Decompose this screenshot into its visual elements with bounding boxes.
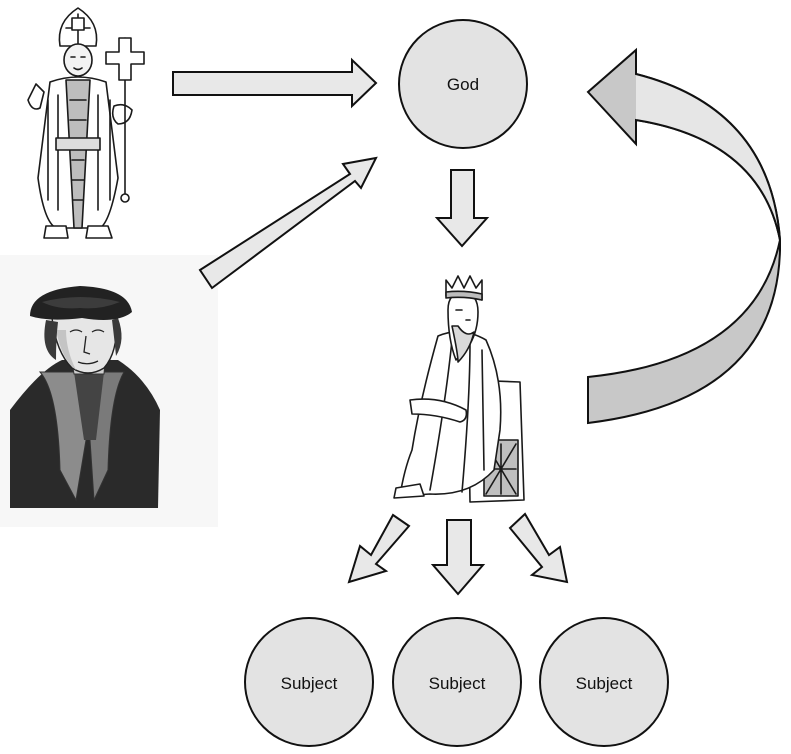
subject-node: Subject [245,618,373,746]
king-to-subject-left-arrow [349,515,409,582]
luther-to-god-arrow [200,158,376,288]
subject-label: Subject [576,674,633,693]
king-to-subject-center-arrow [433,520,483,594]
god-node: God [399,20,527,148]
god-label: God [447,75,479,94]
subject-node: Subject [393,618,521,746]
pope-to-god-arrow [173,60,376,106]
king-to-subject-right-arrow [510,514,567,582]
martin-luther-portrait-icon [0,255,218,527]
king-on-throne-icon [394,276,524,502]
pope-icon [28,8,144,238]
subject-label: Subject [281,674,338,693]
subject-node: Subject [540,618,668,746]
subject-label: Subject [429,674,486,693]
god-to-king-arrow [437,170,487,246]
